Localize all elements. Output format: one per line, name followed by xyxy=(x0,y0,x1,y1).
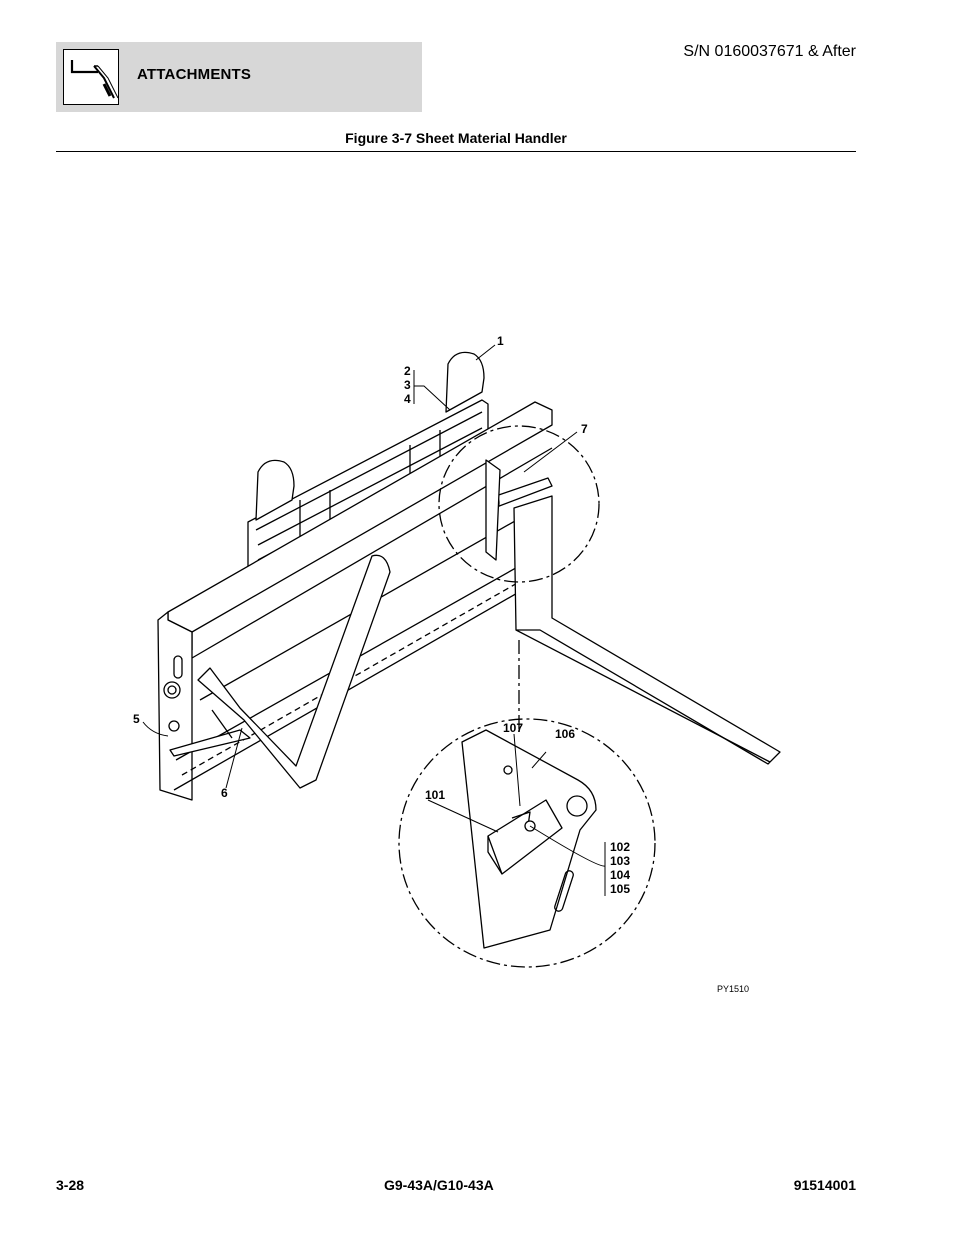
figure-id: PY1510 xyxy=(717,984,750,994)
callout-104: 104 xyxy=(610,868,631,882)
callout-106: 106 xyxy=(555,727,576,741)
callout-103: 103 xyxy=(610,854,631,868)
fork-and-shaft xyxy=(485,459,781,765)
serial-number: S/N 0160037671 & After xyxy=(683,43,856,60)
section-title: ATTACHMENTS xyxy=(137,66,252,83)
callout-2: 2 xyxy=(404,364,411,378)
callout-107: 107 xyxy=(503,721,524,735)
leader-lines xyxy=(142,344,606,896)
callout-6: 6 xyxy=(221,786,228,800)
detail-plate xyxy=(461,729,597,949)
callout-5: 5 xyxy=(133,712,140,726)
figure-title: Figure 3-7 Sheet Material Handler xyxy=(345,130,567,146)
header-rule xyxy=(56,151,856,152)
callout-105: 105 xyxy=(610,882,631,896)
document-number: 91514001 xyxy=(793,1177,856,1193)
callout-1: 1 xyxy=(497,334,504,348)
callout-101: 101 xyxy=(425,788,446,802)
fork-attachment-icon xyxy=(63,49,119,105)
detail-circle-lower xyxy=(398,718,656,968)
model-number: G9-43A/G10-43A xyxy=(384,1177,494,1193)
pivot-arm xyxy=(169,554,391,789)
callout-4: 4 xyxy=(404,392,411,406)
callout-3: 3 xyxy=(404,378,411,392)
page-number: 3-28 xyxy=(56,1177,85,1193)
detail-circle-upper xyxy=(438,425,600,583)
callout-102: 102 xyxy=(610,840,631,854)
callout-7: 7 xyxy=(581,422,588,436)
